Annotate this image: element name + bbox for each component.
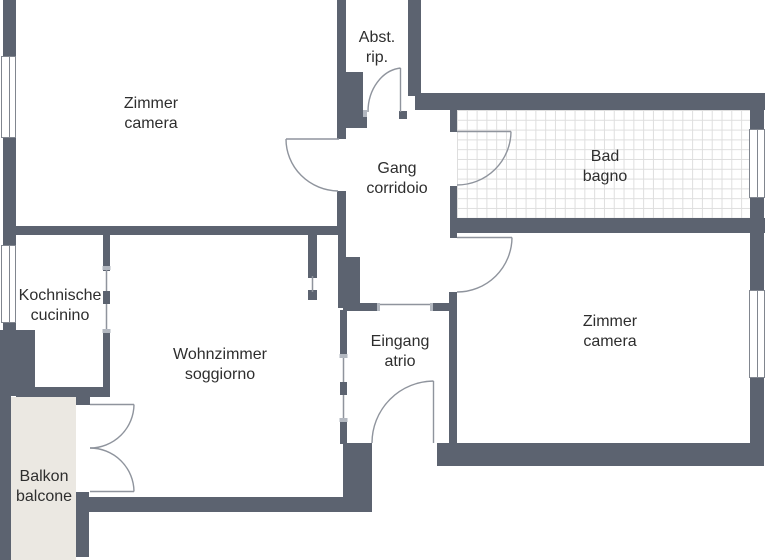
room-name-italian: camera [583,333,637,350]
door-jamb [399,111,407,119]
door-abstellraum [367,67,402,113]
room-label-kochnische: Kochnische cucinino [19,286,102,326]
wall-segment [343,443,372,512]
wall-segment [750,110,764,130]
wall-segment [450,110,457,132]
wall-segment [338,235,346,308]
wall-segment [3,137,16,247]
room-name-italian: rip. [365,49,389,66]
wall-segment [78,497,345,512]
room-name-italian: balcone [15,488,73,505]
wall-segment [103,233,110,271]
wall-segment [346,257,360,308]
room-label-eingang: Eingang atrio [371,332,430,372]
room-label-balkon: Balkon balcone [16,467,72,507]
door-jamb [76,492,89,498]
room-name: Bad [590,148,620,165]
wall-segment [337,113,367,128]
balcony-floor [11,397,76,560]
room-name-italian: corridoio [366,180,428,197]
balcony-door-lower-leaf [89,447,135,493]
wall-segment [103,329,110,397]
window-zimmer-nw [1,56,16,138]
door-zimmer-e [456,236,513,293]
room-name: Abst. [358,29,396,46]
wall-segment [450,218,765,233]
wall-segment [337,191,346,235]
room-name: Balkon [19,468,69,485]
window-zimmer-e [749,290,765,378]
room-label-wohnzimmer: Wohnzimmer soggiorno [173,345,267,385]
room-label-abstellraum: Abst. rip. [359,28,395,68]
wall-segment [3,322,16,332]
wall-segment [750,197,764,291]
room-label-zimmer-nw: Zimmer camera [124,94,178,134]
room-name-italian: cucinino [30,307,90,324]
bathroom-tiled-floor [457,110,750,218]
wall-segment [415,93,765,110]
wall-segment [343,303,378,311]
wall-segment [432,303,457,311]
room-name-italian: atrio [384,353,416,370]
room-label-gang: Gang corridoio [366,159,427,199]
room-name: Zimmer [582,313,638,330]
wall-segment [3,226,346,235]
window-kochnische [1,245,16,323]
wall-segment [3,0,16,58]
wall-segment [337,0,346,139]
door-zimmer-nw [285,138,339,192]
wall-segment [449,292,457,443]
wall-segment [450,186,457,233]
room-name: Eingang [370,333,430,350]
wall-segment [0,330,35,396]
wall-segment [0,396,11,560]
entrance-door [371,380,435,444]
wall-segment [16,387,107,397]
room-label-zimmer-e: Zimmer camera [583,312,637,352]
wall-segment [340,419,347,444]
room-name-italian: bagno [582,168,628,185]
room-label-bad: Bad bagno [583,147,628,187]
room-name: Kochnische [18,287,102,304]
partition-spur-cap [308,290,317,300]
wall-segment [340,310,347,358]
balcony-door-upper-leaf [89,403,135,449]
sliding-door-tick [103,291,110,304]
wall-segment [76,497,89,557]
room-name: Wohnzimmer [173,346,267,363]
door-jamb [76,393,90,405]
partition-spur [308,235,317,278]
room-name-italian: soggiorno [184,366,256,383]
room-name: Zimmer [123,95,179,112]
wall-segment [450,233,457,238]
wall-segment [408,0,421,96]
sliding-door-tick [340,382,347,395]
room-name-italian: camera [124,115,178,132]
window-bad [749,129,765,198]
room-name: Gang [377,160,417,177]
wall-segment [437,443,764,466]
